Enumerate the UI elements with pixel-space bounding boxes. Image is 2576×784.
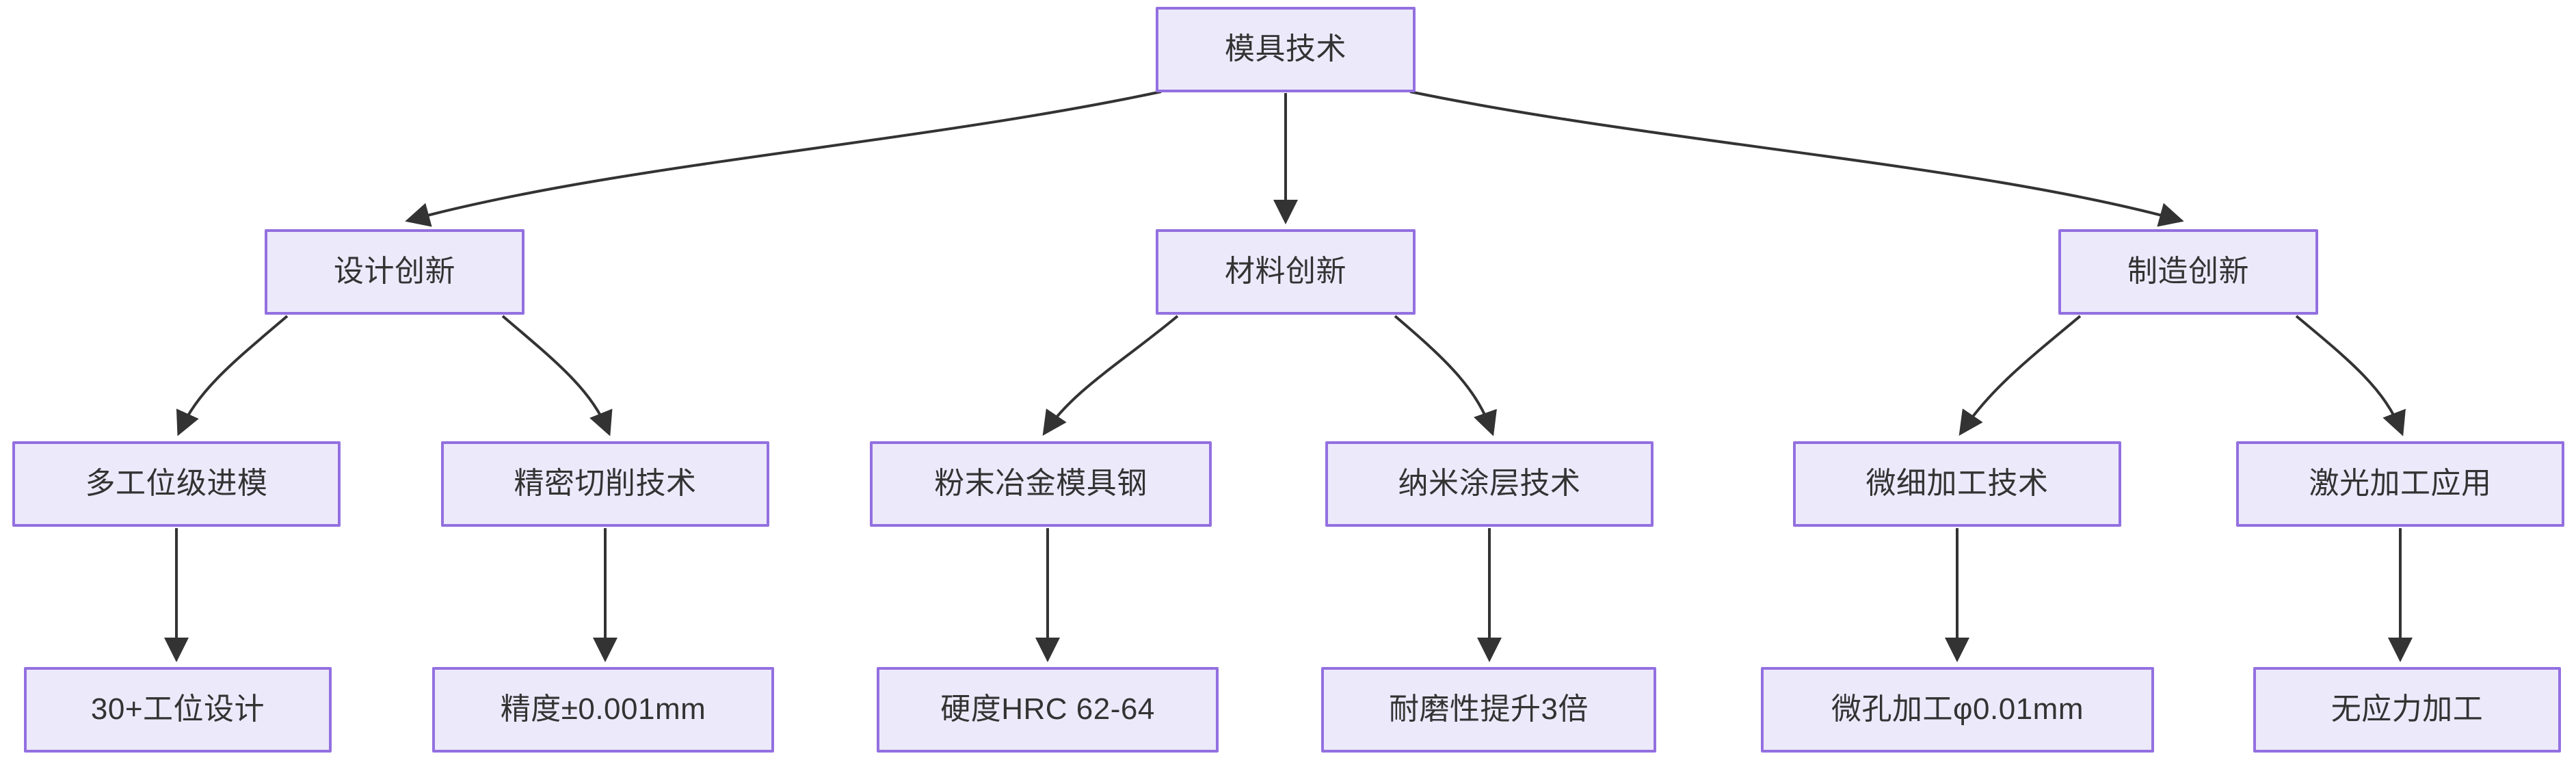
node-label: 设计创新 — [334, 254, 455, 289]
node-label: 精度±0.001mm — [500, 692, 706, 727]
edge-l1c-to-l2f — [2295, 315, 2406, 436]
edge-l1b-to-l2c — [1042, 315, 1179, 436]
node-label: 微孔加工φ0.01mm — [1831, 692, 2084, 727]
node-l2f[interactable]: 激光加工应用 — [2236, 441, 2564, 527]
node-l3a[interactable]: 30+工位设计 — [24, 667, 332, 753]
edge-root-to-l1c — [1409, 90, 2184, 227]
node-l3c[interactable]: 硬度HRC 62-64 — [877, 667, 1219, 753]
node-label: 30+工位设计 — [90, 692, 265, 727]
node-label: 模具技术 — [1225, 32, 1346, 66]
node-l2a[interactable]: 多工位级进模 — [12, 441, 341, 527]
node-label: 耐磨性提升3倍 — [1389, 692, 1589, 727]
node-label: 粉末冶金模具钢 — [934, 467, 1147, 501]
node-label: 制造创新 — [2127, 254, 2249, 289]
edges-group — [164, 90, 2413, 662]
node-l3e[interactable]: 微孔加工φ0.01mm — [1761, 667, 2154, 753]
node-label: 精密切削技术 — [514, 467, 697, 501]
node-l1a[interactable]: 设计创新 — [265, 229, 525, 315]
node-label: 硬度HRC 62-64 — [940, 692, 1155, 727]
node-l3f[interactable]: 无应力加工 — [2253, 667, 2561, 753]
node-l1c[interactable]: 制造创新 — [2058, 229, 2318, 315]
node-l2c[interactable]: 粉末冶金模具钢 — [870, 441, 1212, 527]
node-l3d[interactable]: 耐磨性提升3倍 — [1321, 667, 1656, 753]
edge-l1c-to-l2e — [1958, 315, 2082, 436]
node-label: 多工位级进模 — [85, 467, 268, 501]
node-label: 激光加工应用 — [2309, 467, 2492, 501]
node-l2e[interactable]: 微细加工技术 — [1793, 441, 2121, 527]
node-l1b[interactable]: 材料创新 — [1156, 229, 1416, 315]
edge-l1b-to-l2d — [1394, 315, 1497, 436]
node-l2d[interactable]: 纳米涂层技术 — [1325, 441, 1654, 527]
edge-l1a-to-l2a — [176, 315, 289, 436]
node-label: 材料创新 — [1225, 254, 1346, 289]
node-label: 无应力加工 — [2331, 692, 2484, 727]
node-l2b[interactable]: 精密切削技术 — [441, 441, 769, 527]
node-root[interactable]: 模具技术 — [1156, 7, 1416, 92]
node-label: 微细加工技术 — [1865, 467, 2049, 501]
edge-l1a-to-l2b — [501, 315, 613, 436]
node-label: 纳米涂层技术 — [1398, 467, 1581, 501]
edge-root-to-l1a — [405, 90, 1162, 227]
node-l3b[interactable]: 精度±0.001mm — [432, 667, 774, 753]
